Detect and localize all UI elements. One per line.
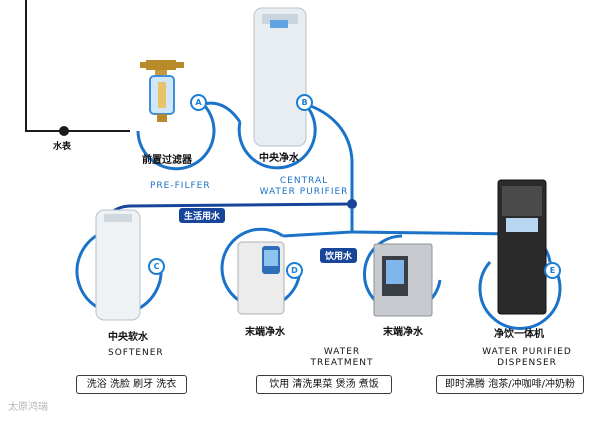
badge-c: C — [148, 258, 165, 275]
dispenser-uses: 即时沸腾 泡茶/冲咖啡/冲奶粉 — [436, 375, 584, 394]
ring-e — [478, 261, 562, 330]
central-purifier-device — [253, 7, 307, 147]
dispenser-device — [497, 179, 547, 315]
pre-filter-label: 前置过滤器 — [142, 155, 192, 166]
central-purifier-en-line2: WATER PURIFIER — [259, 187, 349, 197]
water-treatment-en-line2: TREATMENT — [310, 358, 374, 368]
central-purifier-label: 中央净水 — [259, 153, 299, 164]
ring-b — [237, 102, 317, 170]
pipe-b-down — [304, 102, 354, 200]
drinking-water-tag: 饮用水 — [320, 248, 358, 263]
water-treatment-en: WATER TREATMENT — [300, 347, 384, 369]
main-water-line — [25, 0, 130, 132]
dispenser-en-line2: DISPENSER — [497, 358, 557, 368]
dispenser-en-line1: WATER PURIFIED — [482, 347, 572, 357]
treatment-uses: 饮用 清洗果菜 煲汤 煮饭 — [256, 375, 392, 394]
water-meter-dot — [59, 126, 69, 136]
dispenser-label: 净饮一体机 — [494, 329, 544, 340]
end-purifier-label: 末端净水 — [245, 327, 285, 338]
badge-a: A — [190, 94, 207, 111]
badge-d: D — [286, 262, 303, 279]
end-purifier-label-2: 末端净水 — [383, 327, 423, 338]
water-meter-label: 水表 — [53, 140, 72, 152]
softener-label: 中央软水 — [108, 332, 148, 343]
ring-a — [136, 102, 216, 171]
domestic-water-tag: 生活用水 — [179, 208, 226, 223]
stainless-purifier-device — [373, 243, 433, 317]
water-treatment-en-line1: WATER — [323, 347, 361, 357]
central-purifier-en: CENTRAL WATER PURIFIER — [256, 176, 352, 198]
ring-d — [220, 227, 302, 309]
pre-filter-en: PRE-FILFER — [150, 181, 211, 191]
badge-e: E — [544, 262, 561, 279]
softener-en: SOFTENER — [108, 348, 164, 358]
dispenser-en: WATER PURIFIED DISPENSER — [474, 347, 580, 369]
domestic-pipe — [102, 202, 353, 233]
badge-b: B — [296, 94, 313, 111]
central-purifier-en-line1: CENTRAL — [279, 176, 329, 186]
watermark: 太原鸿瑞 — [8, 402, 48, 413]
softener-uses: 洗浴 洗脸 刷牙 洗衣 — [76, 375, 187, 394]
end-purifier-device — [237, 241, 285, 315]
junction-node — [347, 199, 357, 209]
pipe-a-to-b — [202, 101, 242, 123]
drinking-pipe-left — [282, 208, 354, 238]
pre-filter-device — [140, 60, 184, 122]
softener-device — [95, 209, 141, 321]
